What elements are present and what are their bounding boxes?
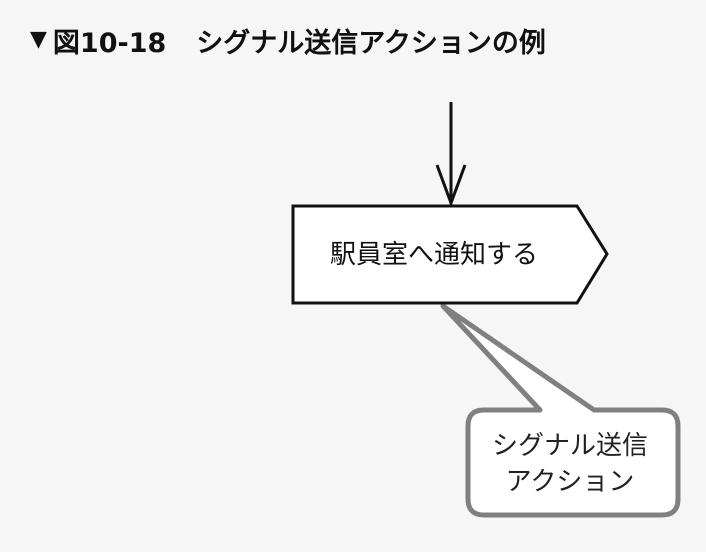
figure-title: ▼ 図10-18 シグナル送信アクションの例 [30, 20, 546, 60]
callout-label-line1: シグナル送信 [492, 431, 648, 461]
figure-number: 図10-18 [52, 27, 167, 59]
action-label: 駅員室へ通知する [330, 240, 538, 270]
send-signal-action: 駅員室へ通知する [291, 204, 609, 305]
incoming-flow-arrow [435, 102, 467, 208]
send-signal-shape [291, 204, 609, 305]
figure-caption: シグナル送信アクションの例 [196, 27, 546, 59]
callout: シグナル送信 アクション [440, 303, 681, 518]
callout-bubble [440, 303, 681, 518]
down-triangle-icon: ▼ [30, 27, 47, 52]
callout-label-line2: アクション [506, 467, 635, 497]
arrow-head [435, 164, 467, 208]
